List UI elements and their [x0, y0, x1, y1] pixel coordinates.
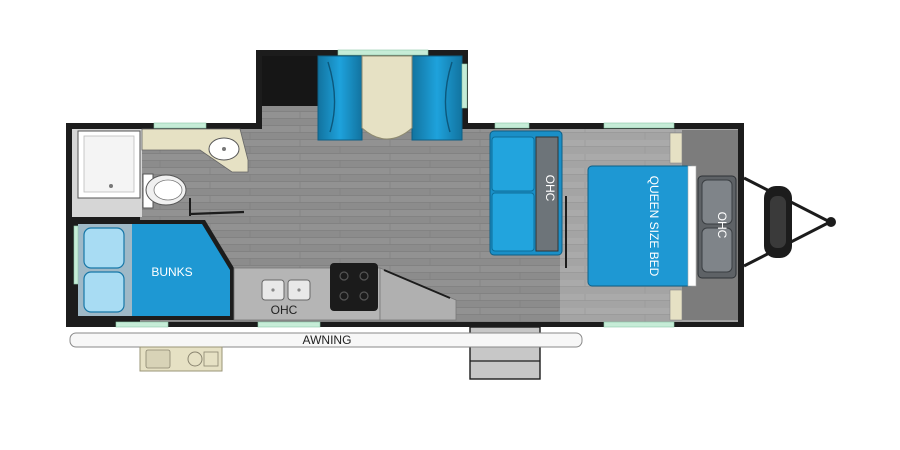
- window: [494, 122, 530, 129]
- ohc-sofa-label: OHC: [543, 175, 557, 202]
- queen-bed-label: QUEEN SIZE BED: [647, 176, 661, 277]
- outdoor-kitchen: [139, 346, 223, 372]
- queen-bed: [587, 165, 695, 287]
- bunk-area: BUNKS: [74, 220, 234, 320]
- window: [603, 321, 675, 328]
- window: [153, 122, 207, 129]
- dinette-slideout: [262, 55, 463, 141]
- ohc-bedroom-label: OHC: [715, 212, 729, 239]
- outdoor-sink-icon: [145, 349, 171, 369]
- kitchen-sink-icon: [261, 279, 311, 301]
- pillow-icon: [83, 227, 125, 269]
- outdoor-burner-icon: [187, 351, 203, 367]
- bunks-label: BUNKS: [151, 265, 192, 279]
- toilet-icon: [142, 173, 187, 209]
- window: [461, 63, 468, 109]
- awning: AWNING: [69, 332, 583, 348]
- sofa: OHC: [489, 130, 563, 256]
- hitch: [743, 176, 836, 268]
- cooktop-icon: [330, 263, 378, 311]
- window: [257, 321, 321, 328]
- window: [73, 225, 79, 285]
- window: [603, 122, 675, 129]
- window: [115, 321, 169, 328]
- shower-drain-icon: [109, 184, 113, 188]
- pillow-icon: [83, 271, 125, 313]
- ohc-kitchen-label: OHC: [271, 303, 298, 317]
- windows: [73, 49, 675, 328]
- bedroom: QUEEN SIZE BED OHC: [587, 130, 738, 321]
- kitchen-counter: OHC: [233, 263, 457, 321]
- window: [337, 49, 429, 56]
- outdoor-fridge-icon: [203, 351, 219, 367]
- pillow-icon: [701, 227, 733, 273]
- dinette-table-icon: [361, 55, 413, 140]
- awning-label: AWNING: [303, 333, 352, 347]
- bathroom: [77, 128, 249, 216]
- pillow-icon: [701, 179, 733, 225]
